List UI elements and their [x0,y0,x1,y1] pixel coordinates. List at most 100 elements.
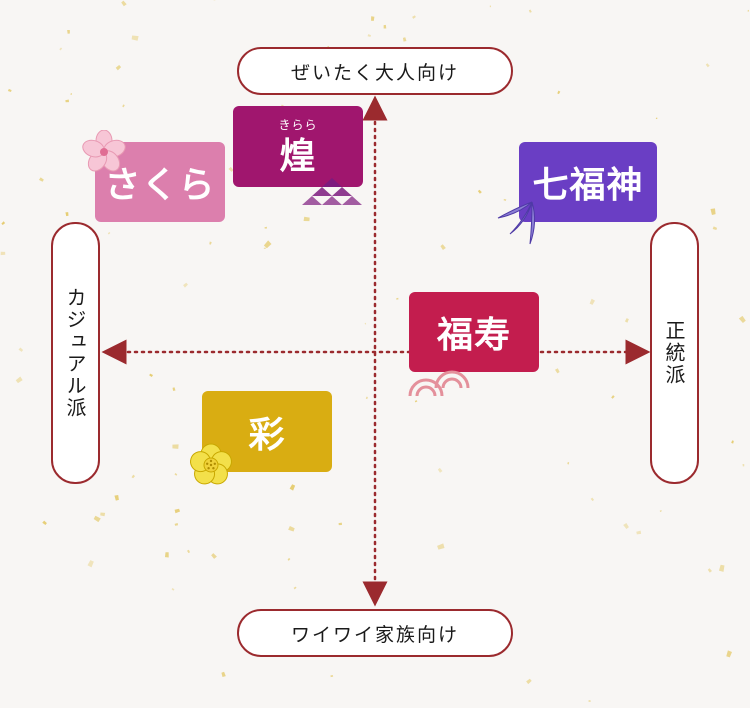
gold-flake [264,226,268,229]
brand-fukuju-name: 福寿 [436,314,511,356]
gold-flake [115,65,122,71]
gold-flake [414,400,418,403]
gold-flake [330,675,334,678]
gold-flake [624,318,629,323]
gold-flake [174,473,178,476]
bamboo-leaf-icon [497,201,536,245]
wave-pattern-icon [408,370,470,396]
gold-flake [526,678,532,685]
gold-flake [742,464,745,467]
gold-flake [747,9,749,12]
axis-label-right: 正統派 [650,222,699,484]
gold-flake [623,522,629,529]
gold-flake [503,198,507,202]
gold-flake [121,0,127,7]
gold-flake [100,512,106,517]
brand-kirara-ruby: きらら [278,118,318,132]
gold-flake [338,522,342,526]
gold-flake [288,525,295,532]
gold-flake [528,9,532,13]
gold-flake [186,549,191,554]
sakura-flower-icon [82,130,126,172]
brand-shichifukujin[interactable]: 七福神 [519,142,657,222]
gold-flake [567,461,570,465]
gold-flake [412,15,416,19]
gold-flake [293,586,297,590]
gold-flake [114,494,119,501]
axis-label-bottom: ワイワイ家族向け [237,609,513,657]
brand-aya[interactable]: 彩 [202,391,332,472]
brand-sakura-name: さくら [104,164,216,206]
gold-flake [107,232,111,235]
gold-flake [174,508,181,514]
gold-flake [477,189,482,194]
gold-flake [263,240,272,249]
gold-flake [303,216,310,222]
gold-flake [7,88,12,93]
gold-flake [65,212,69,217]
gold-flake [589,298,595,305]
gold-flake [731,440,734,444]
gold-flake [87,560,94,568]
brand-shichifukujin-name: 七福神 [532,164,644,206]
gold-flake [659,510,662,512]
gold-flake [367,34,371,37]
gold-flake [705,63,710,68]
brand-kirara-name: 煌 [279,134,317,177]
gold-flake [131,474,136,479]
gold-flake [383,24,387,29]
axis-label-bottom-text: ワイワイ家族向け [290,623,459,646]
gold-flake [18,347,24,352]
gold-flake [183,282,188,288]
gold-flake [70,93,73,95]
gold-flake [655,117,658,120]
axis-label-right-text: 正統派 [662,320,686,386]
gold-flake [38,177,44,182]
gold-flake [171,588,175,591]
gold-flake [209,241,212,245]
gold-flake [131,35,139,41]
gold-flake [718,564,725,572]
gold-flake [636,530,642,535]
gold-flake [93,515,101,523]
gold-flake [172,387,176,391]
gold-flake [59,47,63,51]
gold-flake [402,37,407,42]
brand-fukuju[interactable]: 福寿 [409,292,539,372]
gold-flake [221,671,226,678]
brand-kirara[interactable]: きらら 煌 [233,106,363,187]
gold-flake [590,497,595,502]
gold-flake [289,484,296,491]
brand-aya-name: 彩 [248,413,286,456]
gold-flake [588,700,591,702]
gold-flake [707,568,712,573]
gold-flake [489,5,492,8]
gold-flake [164,552,169,558]
gold-flake [174,522,179,526]
axis-label-left: カジュアル派 [51,222,100,484]
gold-flake [738,315,746,324]
gold-flake [67,29,70,34]
axis-label-left-text: カジュアル派 [63,287,87,419]
gold-flake [557,90,561,95]
gold-flake [42,520,47,526]
gold-flake [611,395,615,399]
gold-flake [396,297,399,300]
gold-flake [15,376,23,384]
gold-flake [287,557,291,561]
axis-label-top: ぜいたく大人向け [237,47,513,95]
gold-flake [712,226,718,231]
gold-flake [65,99,69,103]
gold-flake [726,650,733,658]
gold-flake [437,467,443,473]
plum-flower-icon [190,443,232,485]
gold-flake [554,368,560,374]
gold-flake [440,244,446,250]
gold-flake [1,221,6,225]
gold-flake [437,543,445,550]
gold-flake [371,16,375,21]
gold-flake [710,208,716,215]
axis-label-top-text: ぜいたく大人向け [290,61,459,84]
gold-flake [149,373,154,377]
gold-flake [211,553,217,559]
